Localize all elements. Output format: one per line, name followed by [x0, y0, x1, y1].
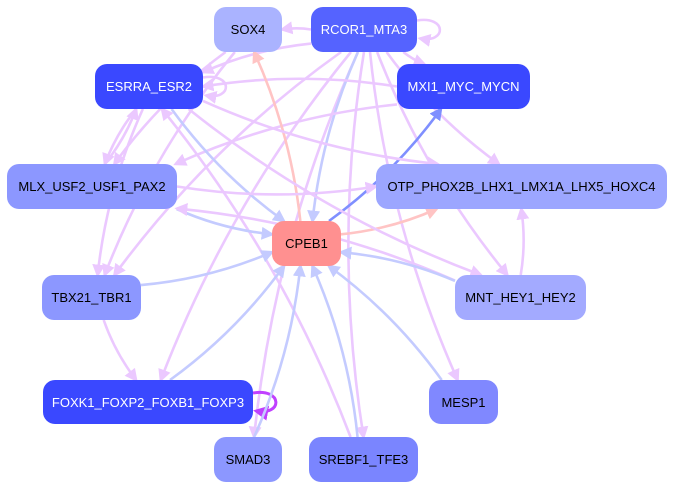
node-mesp1[interactable]: MESP1: [429, 380, 498, 424]
node-mlx-usf2-usf1-pax2[interactable]: MLX_USF2_USF1_PAX2: [7, 164, 177, 209]
node-sox4[interactable]: SOX4: [214, 7, 282, 52]
edge-srebf1-to-esrra: [160, 106, 352, 438]
edge-mlx-to-esrra: [103, 106, 139, 165]
node-cpeb1[interactable]: CPEB1: [272, 221, 341, 266]
node-esrra-esr2[interactable]: ESRRA_ESR2: [95, 64, 203, 109]
edge-esrra-to-cpeb1: [170, 108, 287, 223]
edge-mlx-to-cpeb1: [176, 207, 275, 240]
edge-mxi1-to-mlx: [173, 103, 398, 166]
edge-cpeb1-to-otp: [340, 207, 440, 236]
edge-rcor1-to-mesp1: [368, 51, 460, 383]
node-otp-phox2b-lhx1-lmx1a-lhx5-hoxc4[interactable]: OTP_PHOX2B_LHX1_LMX1A_LHX5_HOXC4: [376, 164, 667, 209]
edge-tbx21-to-cpeb1: [140, 250, 275, 287]
node-srebf1-tfe3[interactable]: SREBF1_TFE3: [309, 437, 418, 482]
node-smad3[interactable]: SMAD3: [214, 437, 282, 482]
edge-foxk1-to-foxk1: [252, 390, 278, 421]
node-mnt-hey1-hey2[interactable]: MNT_HEY1_HEY2: [455, 275, 586, 320]
edge-rcor1-to-sox4: [279, 21, 312, 35]
edge-rcor1-to-rcor1: [416, 18, 442, 47]
edge-esrra-to-mnt: [187, 107, 484, 278]
edge-tbx21-to-foxk1: [102, 319, 138, 383]
edge-rcor1-to-mxi1: [402, 50, 427, 67]
edge-mesp1-to-cpeb1: [326, 264, 443, 381]
edge-rcor1-to-foxk1: [158, 51, 352, 383]
edge-srebf1-to-cpeb1: [310, 263, 359, 438]
edge-esrra-to-otp: [202, 99, 441, 170]
edge-rcor1-to-tbx21: [112, 50, 342, 278]
edge-esrra-to-esrra: [202, 75, 228, 104]
node-mxi1-myc-mycn[interactable]: MXI1_MYC_MYCN: [397, 64, 530, 109]
node-tbx21-tbr1[interactable]: TBX21_TBR1: [42, 275, 141, 320]
node-foxk1-foxp2-foxb1-foxp3[interactable]: FOXK1_FOXP2_FOXB1_FOXP3: [43, 380, 253, 424]
node-rcor1-mta3[interactable]: RCOR1_MTA3: [311, 7, 417, 52]
edge-rcor1-to-cpeb1: [307, 51, 360, 224]
edge-mnt-to-cpeb1: [338, 246, 456, 283]
edge-rcor1-to-srebf1: [347, 51, 369, 440]
edge-cpeb1-to-sox4: [252, 49, 302, 222]
edge-mnt-to-otp: [516, 206, 530, 276]
edge-foxk1-to-cpeb1: [169, 263, 286, 382]
edge-smad3-to-cpeb1: [252, 263, 306, 438]
edge-mlx-to-otp: [176, 181, 379, 196]
